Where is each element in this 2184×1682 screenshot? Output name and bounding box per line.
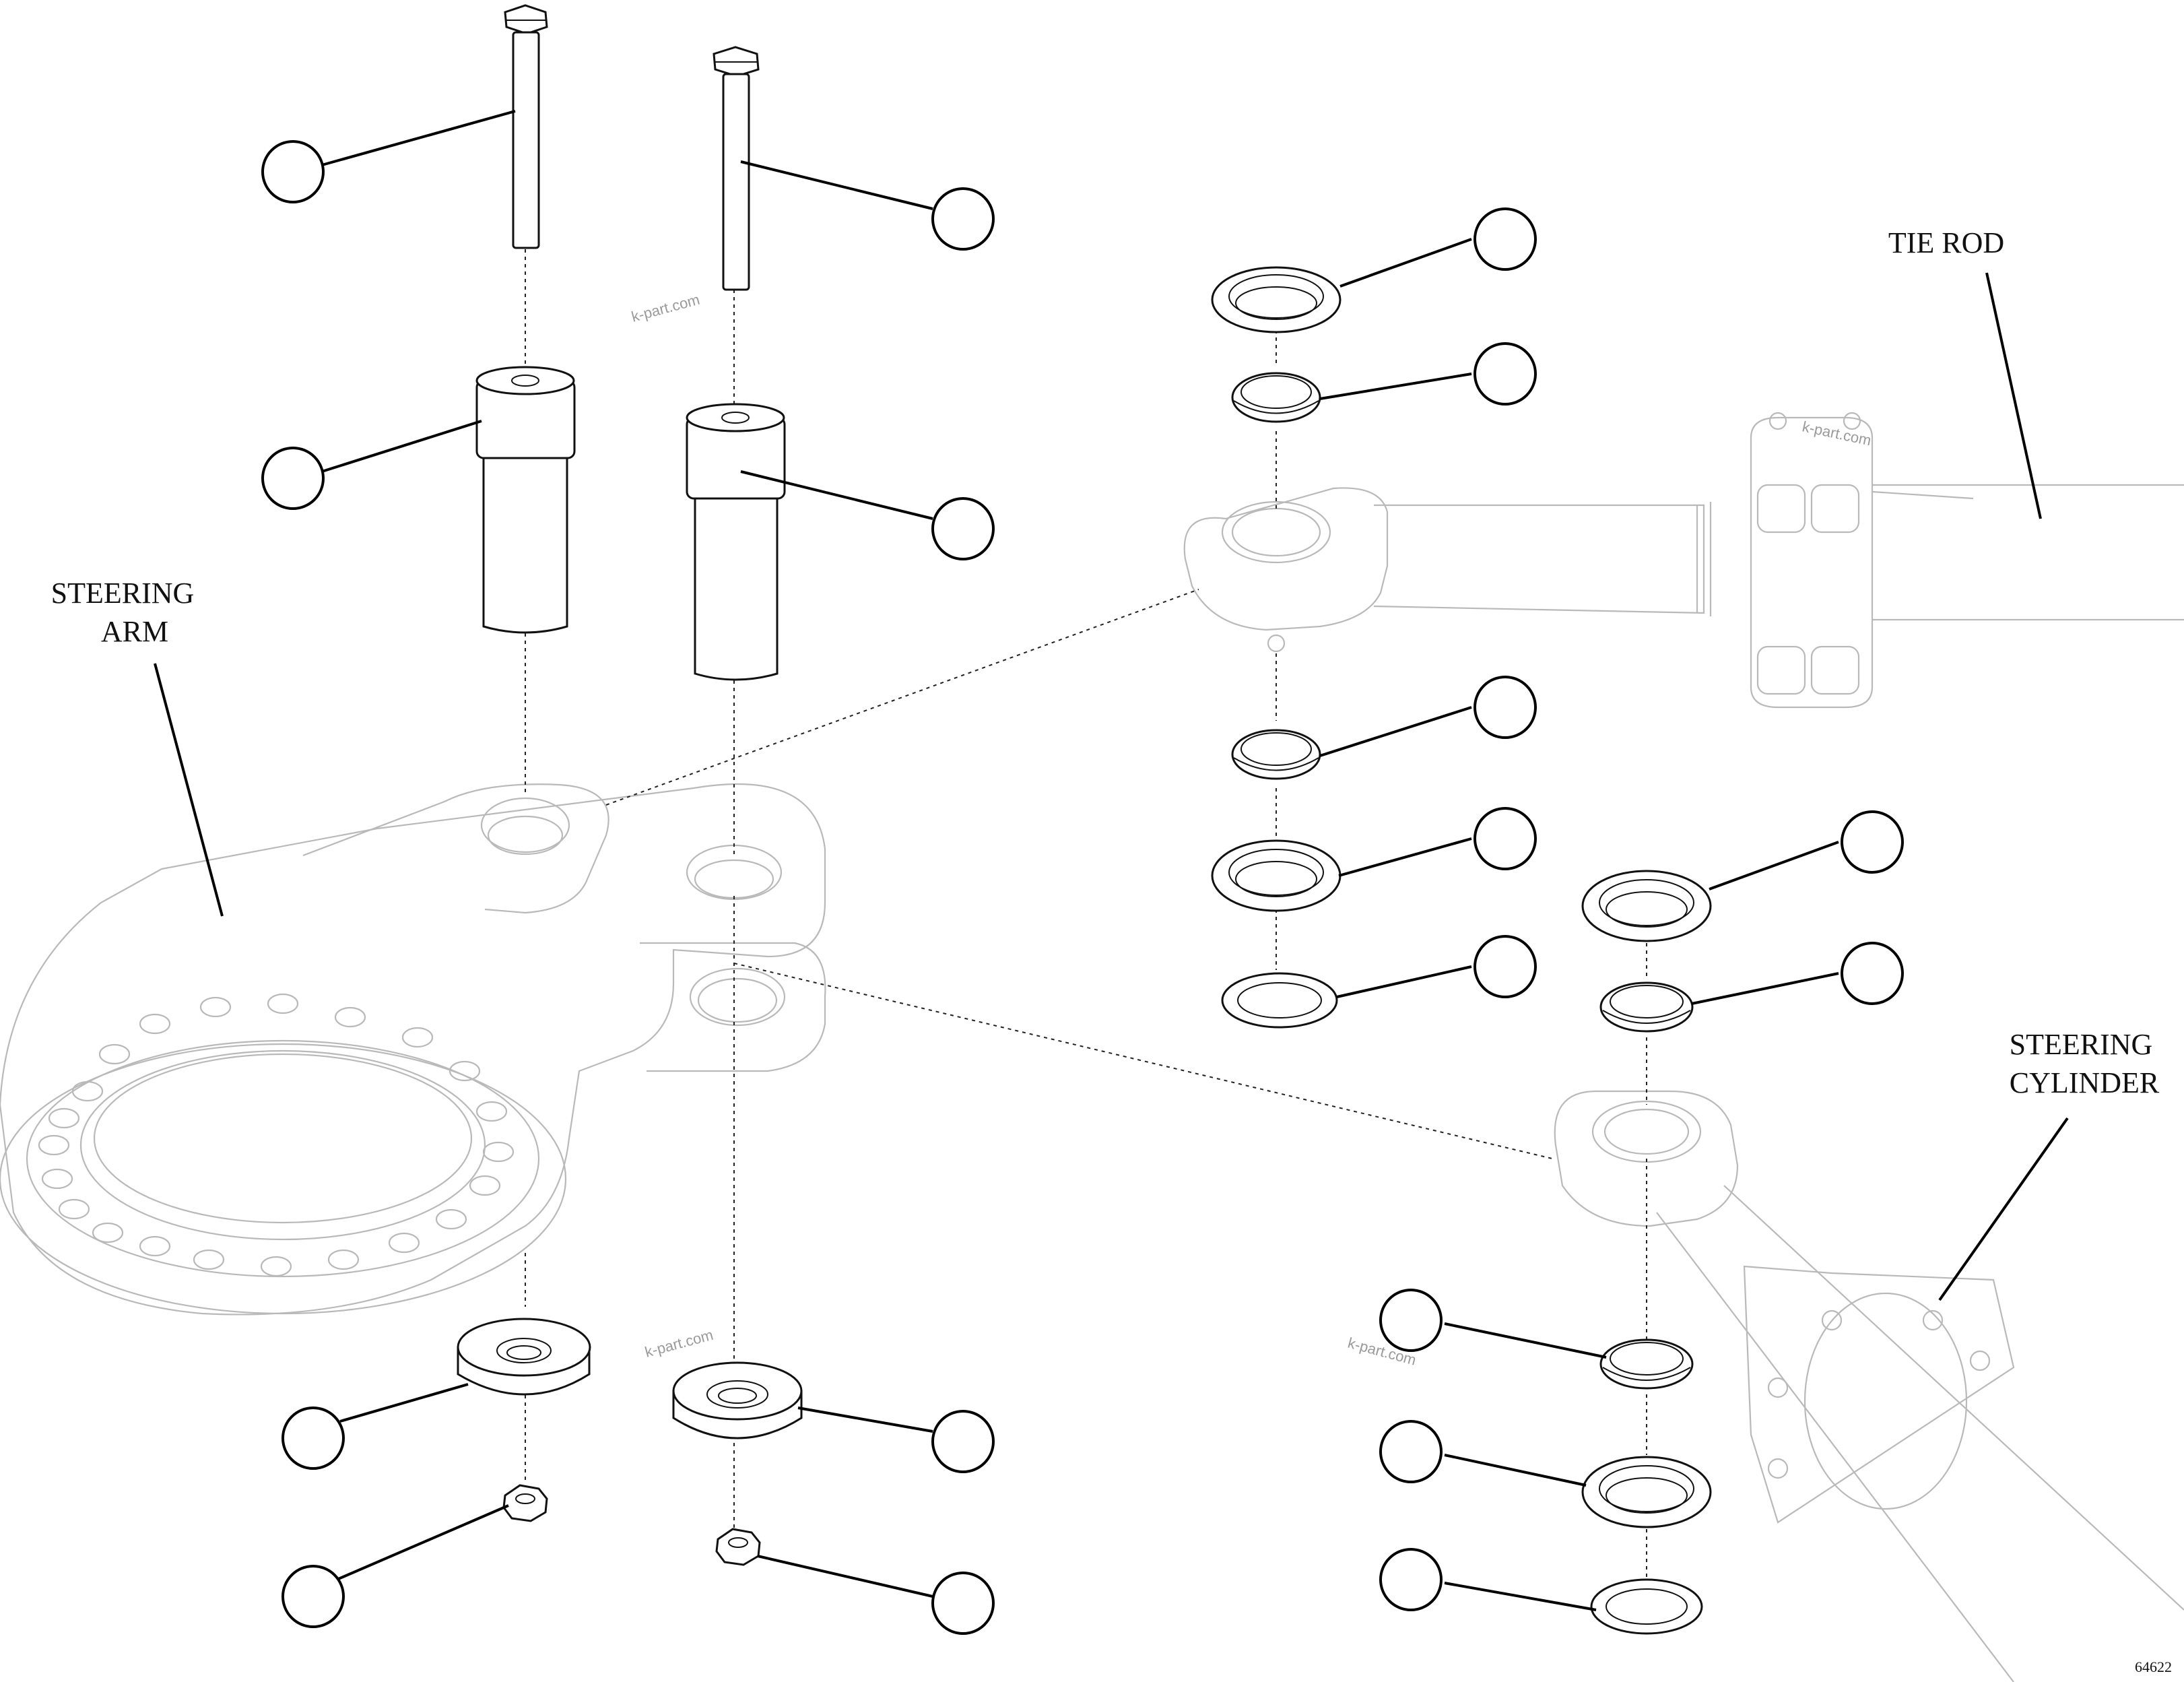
watermark-3: k-part.com — [643, 1326, 715, 1361]
tie-rod-label: TIE ROD — [1888, 226, 2004, 259]
callout-nut-right — [931, 1572, 995, 1635]
callout-washer-right — [931, 1410, 995, 1473]
cyl-bearing-lower — [1599, 1338, 1694, 1390]
steering-cylinder-label-line1: STEERING — [2010, 1028, 2153, 1061]
cyl-seal-lower — [1581, 1456, 1712, 1528]
callout-cyl-seal-upper — [1841, 810, 1904, 874]
callout-cyl-bearing-lower — [1379, 1289, 1443, 1352]
callout-bolt-left — [261, 140, 325, 203]
cyl-shim — [1590, 1578, 1703, 1635]
steering-arm-bolt-holes — [38, 993, 515, 1277]
callout-pin-left — [261, 447, 325, 510]
watermark-2: k-part.com — [1801, 418, 1873, 449]
figure-number: 64622 — [2135, 1658, 2172, 1675]
tierod-bearing-lower — [1231, 729, 1321, 780]
tierod-seal-upper — [1211, 266, 1342, 333]
callout-cyl-shim — [1379, 1548, 1443, 1611]
cyl-bearing-upper — [1599, 981, 1694, 1033]
callout-pin-right — [931, 497, 995, 560]
pin-right — [686, 403, 786, 681]
callout-cyl-seal-lower — [1379, 1420, 1443, 1483]
tierod-shim — [1221, 972, 1338, 1029]
callout-bubbles — [261, 140, 1904, 1635]
cyl-seal-upper — [1581, 870, 1712, 942]
steering-arm-label-line1: STEERING — [51, 577, 195, 610]
tierod-bearing-upper — [1231, 372, 1321, 423]
watermark-1: k-part.com — [630, 291, 702, 325]
callout-cyl-bearing-upper — [1841, 942, 1904, 1005]
callout-washer-left — [282, 1406, 345, 1470]
steering-cylinder-label-line2: CYLINDER — [2010, 1066, 2160, 1099]
callout-tierod-shim — [1474, 935, 1537, 998]
callout-nut-left — [282, 1565, 345, 1628]
steering-arm-label-line2: ARM — [101, 615, 168, 648]
callout-tierod-bearing-lower — [1474, 676, 1537, 739]
washer-left — [457, 1318, 591, 1396]
bolt-left — [504, 4, 548, 249]
nut-left — [502, 1484, 548, 1522]
tie-rod-body — [1183, 412, 2184, 709]
pin-left — [475, 366, 576, 634]
callout-tierod-seal-upper — [1474, 207, 1537, 271]
assembly-lines — [525, 249, 1647, 1583]
callout-bolt-right — [931, 187, 995, 251]
bolt-right — [713, 46, 760, 291]
steering-cylinder-body — [1554, 1090, 2184, 1682]
tierod-seal-lower — [1211, 839, 1342, 912]
washer-right — [672, 1361, 803, 1440]
callout-tierod-bearing-upper — [1474, 342, 1537, 406]
callout-tierod-seal-lower — [1474, 807, 1537, 870]
nut-right — [715, 1528, 761, 1566]
leader-lines — [154, 110, 2069, 1611]
steering-arm-body — [0, 783, 826, 1316]
